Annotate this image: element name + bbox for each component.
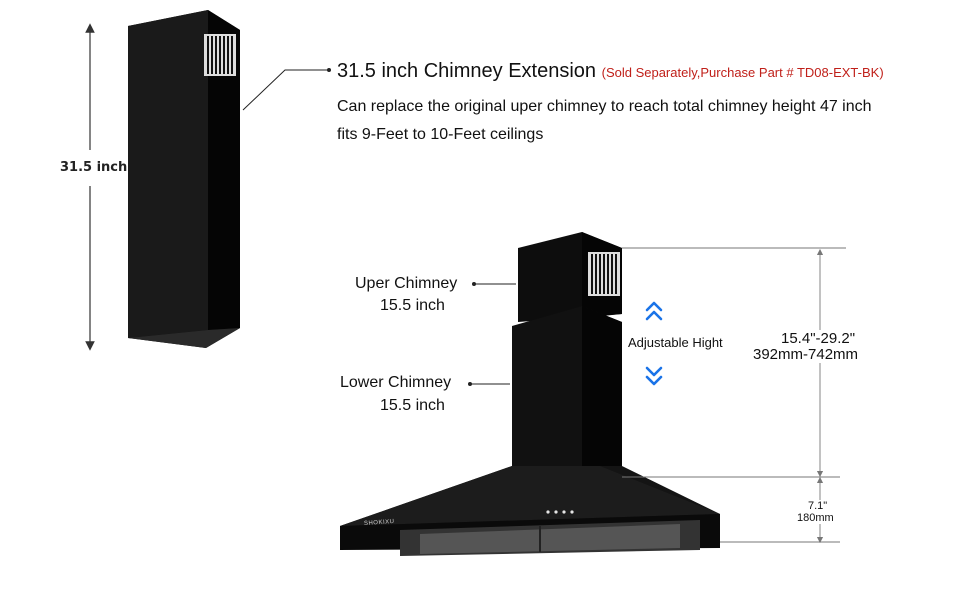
extension-line-1: Can replace the original uper chimney to…: [337, 98, 872, 115]
extension-note: (Sold Separately,Purchase Part # TD08-EX…: [601, 65, 884, 80]
chimney-range-dimension: [622, 247, 846, 478]
chimney-range-mm: 392mm-742mm: [752, 346, 860, 363]
extension-leader-line: [242, 69, 328, 111]
chimney-extension-image: [128, 10, 240, 348]
chimney-range-inches: 15.4"-29.2": [780, 330, 857, 347]
adjust-down-chevron-icon: [645, 366, 663, 386]
lower-chimney-label: Lower Chimney: [340, 374, 452, 391]
hood-height-mm: 180mm: [797, 512, 834, 524]
extension-height-label: 31.5 inch: [60, 160, 128, 175]
lower-chimney-size: 15.5 inch: [380, 397, 445, 414]
upper-chimney-size: 15.5 inch: [380, 297, 445, 314]
hood-height-inches: 7.1": [808, 500, 828, 512]
hood-height-dimension: [720, 476, 840, 544]
extension-line-2: fits 9-Feet to 10-Feet ceilings: [337, 126, 544, 143]
adjustable-label: Adjustable Hight: [628, 335, 723, 350]
extension-title: 31.5 inch Chimney Extension: [337, 60, 597, 82]
adjust-up-chevron-icon: [645, 301, 663, 321]
upper-chimney-label: Uper Chimney: [355, 275, 458, 292]
range-hood-image: [340, 232, 720, 556]
